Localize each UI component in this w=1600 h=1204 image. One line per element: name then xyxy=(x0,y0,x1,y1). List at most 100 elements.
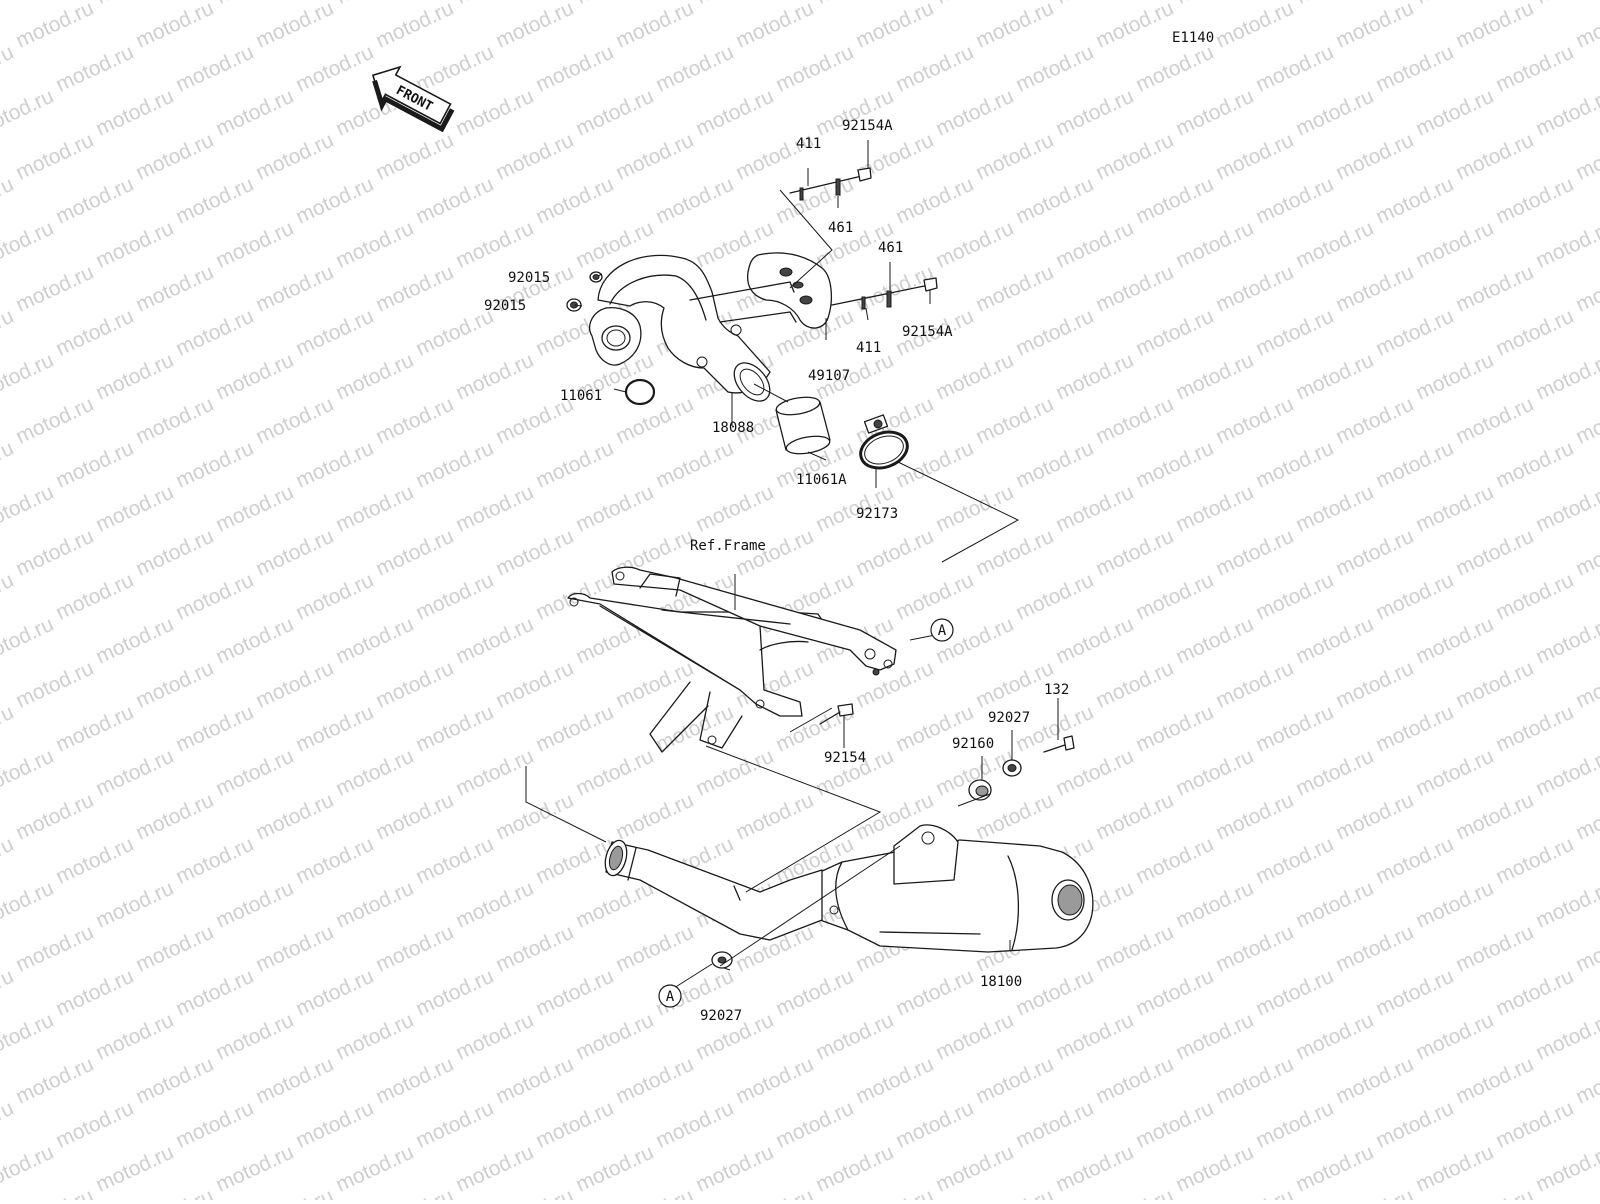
watermark-text: motod.ru xyxy=(252,921,337,977)
watermark-text: motod.ru xyxy=(212,85,297,141)
watermark-text: motod.ru xyxy=(452,1009,537,1065)
watermark-text: motod.ru xyxy=(372,261,457,317)
watermark-text: motod.ru xyxy=(1132,41,1217,97)
leader-lines xyxy=(525,140,1059,989)
watermark-text: motod.ru xyxy=(572,877,657,933)
watermark-text: motod.ru xyxy=(92,217,177,273)
watermark-text: motod.ru xyxy=(1212,129,1297,185)
watermark-text: motod.ru xyxy=(332,613,417,669)
watermark-text: motod.ru xyxy=(892,569,977,625)
watermark-text: motod.ru xyxy=(972,0,1057,53)
watermark-text: motod.ru xyxy=(1372,437,1457,493)
watermark-text: motod.ru xyxy=(1172,1009,1257,1065)
watermark-text: motod.ru xyxy=(572,481,657,537)
watermark-text: motod.ru xyxy=(1452,1053,1537,1109)
watermark-text: motod.ru xyxy=(1572,1053,1600,1109)
watermark-text: motod.ru xyxy=(732,1053,817,1109)
watermark-text: motod.ru xyxy=(132,921,217,977)
watermark-text: motod.ru xyxy=(372,525,457,581)
watermark-text: motod.ru xyxy=(572,1009,657,1065)
label-18088: 18088 xyxy=(712,420,754,436)
watermark-text: motod.ru xyxy=(252,393,337,449)
watermark-text: motod.ru xyxy=(1332,393,1417,449)
watermark-text: motod.ru xyxy=(452,877,537,933)
watermark-text: motod.ru xyxy=(1372,41,1457,97)
watermark-text: motod.ru xyxy=(332,0,417,9)
watermark-text: motod.ru xyxy=(0,877,57,933)
watermark-text: motod.ru xyxy=(492,1185,577,1200)
label-132: 132 xyxy=(1044,682,1069,698)
watermark-text: motod.ru xyxy=(0,1009,57,1065)
watermark-text: motod.ru xyxy=(52,569,137,625)
watermark-text: motod.ru xyxy=(1452,789,1537,845)
watermark-text: motod.ru xyxy=(1532,481,1600,537)
watermark-text: motod.ru xyxy=(92,877,177,933)
watermark-text: motod.ru xyxy=(412,569,497,625)
watermark-text: motod.ru xyxy=(92,481,177,537)
watermark-text: motod.ru xyxy=(412,833,497,889)
watermark-text: motod.ru xyxy=(1372,1097,1457,1153)
watermark-text: motod.ru xyxy=(772,41,857,97)
watermark-text: motod.ru xyxy=(1092,261,1177,317)
watermark-text: motod.ru xyxy=(1212,657,1297,713)
watermark-text: motod.ru xyxy=(332,877,417,933)
watermark-text: motod.ru xyxy=(212,1141,297,1197)
watermark-text: motod.ru xyxy=(172,173,257,229)
watermark-text: motod.ru xyxy=(1492,41,1577,97)
watermark-text: motod.ru xyxy=(852,525,937,581)
watermark-text: motod.ru xyxy=(1492,965,1577,1021)
watermark-text: motod.ru xyxy=(52,1097,137,1153)
watermark-text: motod.ru xyxy=(212,745,297,801)
watermark-text: motod.ru xyxy=(1012,173,1097,229)
watermark-text: motod.ru xyxy=(1572,657,1600,713)
watermark-text: motod.ru xyxy=(612,1053,697,1109)
watermark-text: motod.ru xyxy=(1172,745,1257,801)
watermark-text: motod.ru xyxy=(1172,877,1257,933)
watermark-text: motod.ru xyxy=(0,217,57,273)
watermark-text: motod.ru xyxy=(612,0,697,53)
watermark-text: motod.ru xyxy=(932,1009,1017,1065)
watermark-text: motod.ru xyxy=(1132,701,1217,757)
watermark-text: motod.ru xyxy=(1492,569,1577,625)
muffler-18100 xyxy=(811,824,1094,953)
watermark-text: motod.ru xyxy=(132,0,217,53)
watermark-text: motod.ru xyxy=(492,525,577,581)
watermark-text: motod.ru xyxy=(1092,129,1177,185)
watermark-text: motod.ru xyxy=(612,789,697,845)
watermark-text: motod.ru xyxy=(1332,1185,1417,1200)
watermark-text: motod.ru xyxy=(452,217,537,273)
watermark-text: motod.ru xyxy=(1412,0,1497,9)
watermark-text: motod.ru xyxy=(1532,217,1600,273)
watermark-text: motod.ru xyxy=(932,1141,1017,1197)
watermark-text: motod.ru xyxy=(1532,349,1600,405)
watermark-text: motod.ru xyxy=(1052,1009,1137,1065)
label-411-mid: 411 xyxy=(856,340,881,356)
watermark-text: motod.ru xyxy=(1012,1097,1097,1153)
watermark-text: motod.ru xyxy=(1252,569,1337,625)
watermark-text: motod.ru xyxy=(1532,877,1600,933)
watermark-text: motod.ru xyxy=(0,0,57,9)
bolt-92154 xyxy=(819,703,854,725)
watermark-text: motod.ru xyxy=(0,833,17,889)
watermark-text: motod.ru xyxy=(1292,0,1377,9)
watermark-text: motod.ru xyxy=(0,85,57,141)
watermark-text: motod.ru xyxy=(452,745,537,801)
watermark-text: motod.ru xyxy=(292,965,377,1021)
watermark-text: motod.ru xyxy=(372,129,457,185)
watermark-text: motod.ru xyxy=(772,1097,857,1153)
watermark-text: motod.ru xyxy=(972,261,1057,317)
watermark-text: motod.ru xyxy=(292,1097,377,1153)
watermark-text: motod.ru xyxy=(1052,85,1137,141)
watermark-text: motod.ru xyxy=(532,41,617,97)
watermark-text: motod.ru xyxy=(12,261,97,317)
watermark-text: motod.ru xyxy=(1372,965,1457,1021)
watermark-text: motod.ru xyxy=(1532,1141,1600,1197)
watermark-text: motod.ru xyxy=(852,1185,937,1200)
watermark-text: motod.ru xyxy=(132,1185,217,1200)
watermark-text: motod.ru xyxy=(732,0,817,53)
watermark-text: motod.ru xyxy=(332,217,417,273)
watermark-text: motod.ru xyxy=(52,437,137,493)
watermark-text: motod.ru xyxy=(332,745,417,801)
watermark-text: motod.ru xyxy=(1412,481,1497,537)
watermark-text: motod.ru xyxy=(1332,129,1417,185)
